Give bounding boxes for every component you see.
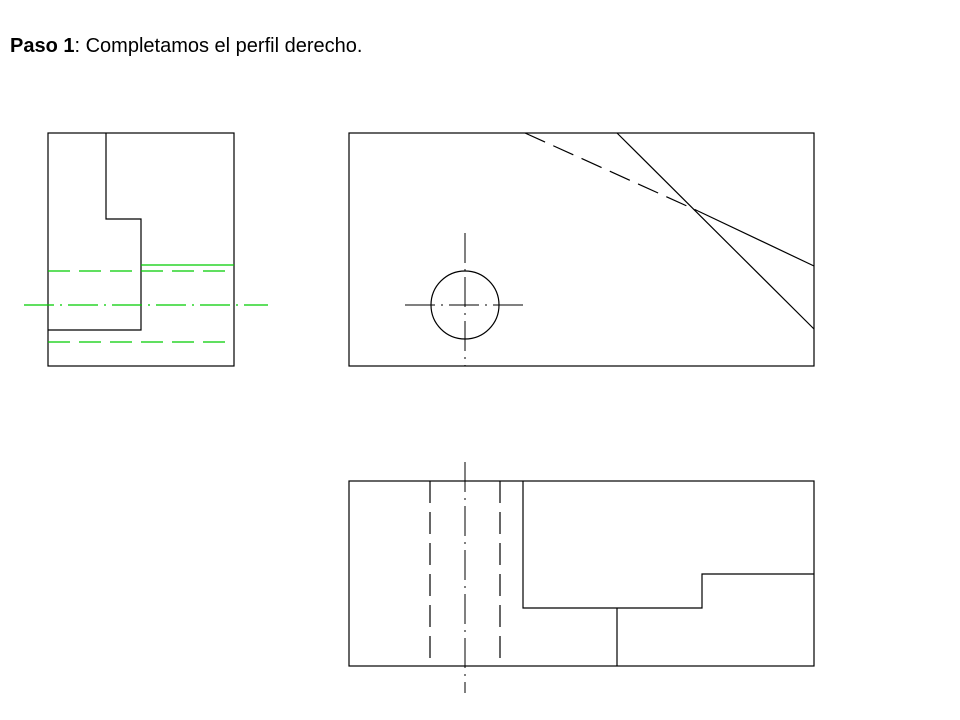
front-view [348,462,815,693]
slide-title: Paso 1: Completamos el perfil derecho. [10,34,362,58]
right-profile-view [24,132,268,367]
top-view-chamfer-edge [616,132,815,330]
step-description: Completamos el perfil derecho. [80,35,363,57]
front-view-step-edge [522,481,814,609]
top-view-hidden-diagonal [524,132,699,212]
title-separator: : [74,35,81,57]
top-view-diagonal-edge [697,210,815,267]
top-view-outline [348,132,815,367]
step-label: Paso 1 [10,35,75,57]
profile-step-edge [48,133,142,331]
top-view [348,132,815,367]
profile-outline [47,132,235,367]
